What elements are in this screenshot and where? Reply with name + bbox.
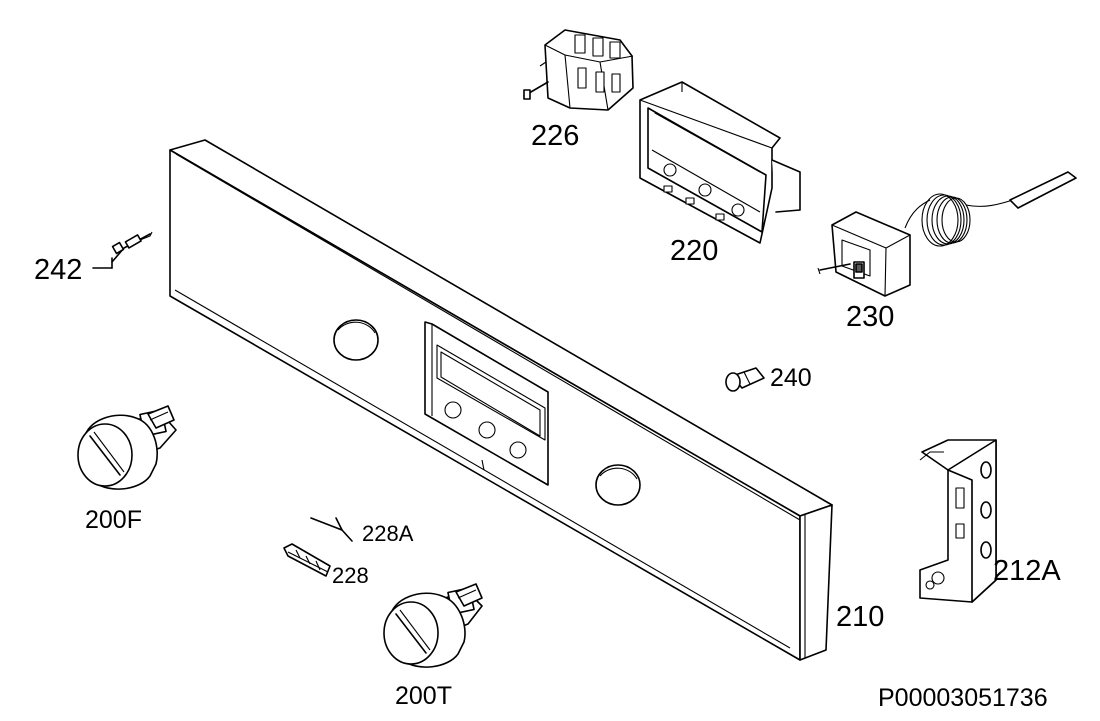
connector-pin-242[interactable]	[92, 231, 153, 269]
selector-switch-226[interactable]	[523, 29, 634, 111]
label-228a: 228A	[362, 521, 414, 546]
panel-knob-hole-left	[333, 319, 379, 361]
screw-240[interactable]	[725, 367, 765, 392]
panel-display-window	[424, 321, 549, 486]
drawing-number: P00003051736	[878, 684, 1048, 712]
label-200f: 200F	[85, 506, 142, 534]
label-230: 230	[846, 301, 894, 333]
display-housing-220[interactable]	[639, 81, 801, 244]
indicator-228[interactable]	[283, 543, 331, 577]
label-242: 242	[34, 254, 82, 286]
pin-228a[interactable]	[310, 517, 353, 542]
panel-knob-hole-right	[595, 464, 641, 506]
label-220: 220	[670, 235, 718, 267]
label-240: 240	[770, 364, 812, 392]
label-210: 210	[836, 601, 884, 633]
thermostat-capillary-coil	[904, 171, 1077, 247]
label-228: 228	[332, 563, 369, 588]
control-knob-200t[interactable]	[383, 583, 483, 668]
label-212a: 212A	[993, 555, 1061, 587]
thermostat-230[interactable]	[817, 171, 1077, 297]
mounting-bracket-212a[interactable]	[919, 439, 997, 603]
label-200t: 200T	[395, 682, 452, 710]
control-knob-200f[interactable]	[77, 405, 177, 490]
control-panel-210[interactable]	[169, 139, 833, 661]
label-226: 226	[531, 120, 579, 152]
